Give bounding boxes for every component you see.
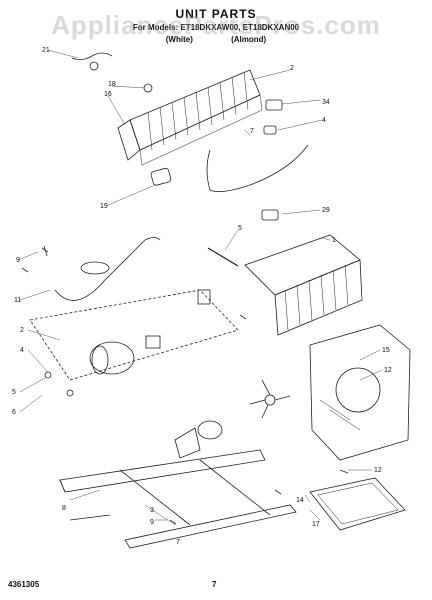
condenser-coil <box>117 69 263 166</box>
capillary-tube <box>54 237 161 301</box>
clip-upper <box>265 99 283 111</box>
callout: 2 <box>20 327 24 334</box>
page-title: UNIT PARTS <box>175 7 257 21</box>
variant-almond: (Almond) <box>231 35 267 44</box>
callout: 9 <box>16 257 20 264</box>
callout: 29 <box>322 207 330 214</box>
mounting-stud <box>66 389 74 397</box>
leader-lines <box>17 49 383 526</box>
callout: 5 <box>12 389 16 396</box>
foot-block <box>150 167 172 186</box>
callout: 11 <box>14 297 21 304</box>
callout: 7 <box>250 128 254 135</box>
evaporator-coil <box>244 234 363 336</box>
callout: 8 <box>62 505 66 512</box>
drain-pan <box>309 477 406 531</box>
callout: 4 <box>20 347 24 354</box>
callout: 34 <box>322 99 330 106</box>
base-frame <box>59 449 297 549</box>
mounting-stud <box>44 371 52 379</box>
callout: 15 <box>382 347 390 354</box>
callout: 21 <box>42 47 50 54</box>
fan-motor <box>174 420 223 459</box>
clip-mid <box>261 209 279 221</box>
callout: 5 <box>238 225 242 232</box>
page-number: 7 <box>212 580 217 589</box>
drain-tube <box>206 144 309 193</box>
color-variants: (White) (Almond) <box>0 36 432 44</box>
fan-blade <box>249 379 291 419</box>
screws <box>21 245 349 525</box>
callout: 14 <box>296 497 304 504</box>
clip-lower <box>263 125 277 135</box>
defrost-heater <box>207 247 239 267</box>
callout: 9 <box>150 519 154 526</box>
callout: 12 <box>384 367 392 374</box>
callout: 19 <box>100 203 108 210</box>
callout: 2 <box>290 65 294 72</box>
callout: 3 <box>150 507 154 514</box>
callout: 18 <box>108 81 116 88</box>
callout: 6 <box>12 409 16 416</box>
compressor <box>89 341 135 375</box>
callout: 7 <box>176 539 180 546</box>
fan-shroud <box>309 324 411 461</box>
variant-white: (White) <box>165 35 193 44</box>
callout: 16 <box>104 91 112 98</box>
power-cord <box>71 52 113 71</box>
relay <box>145 335 161 349</box>
compressor-platform <box>29 289 239 381</box>
callout-numbers: 21 2 18 16 34 4 7 19 29 1 5 9 11 2 4 5 6… <box>12 47 392 546</box>
callout: 1 <box>332 237 336 244</box>
callout: 17 <box>312 521 320 528</box>
grommet <box>143 83 153 93</box>
model-numbers: For Models: ET18DKXAW00, ET18DKXAN00 <box>132 23 300 32</box>
start-relay <box>197 289 211 305</box>
callout: 4 <box>322 117 326 124</box>
callout: 12 <box>374 467 382 474</box>
document-number: 4361305 <box>8 580 40 589</box>
